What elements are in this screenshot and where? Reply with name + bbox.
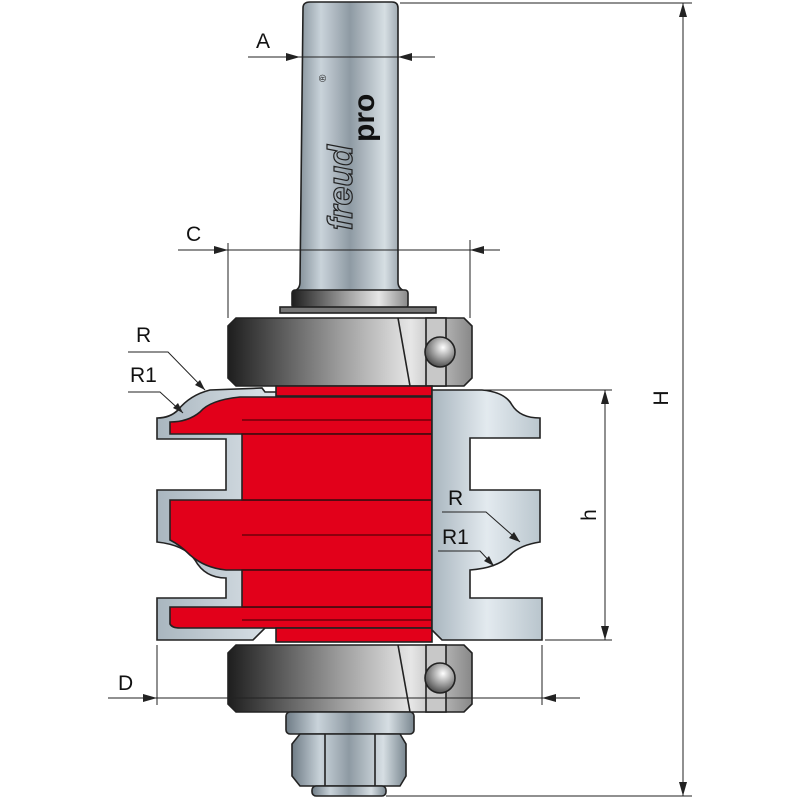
label-a: A	[256, 30, 270, 53]
label-d: D	[118, 672, 133, 695]
cutter-body	[156, 385, 433, 643]
label-r1-left: R1	[130, 364, 157, 387]
cutter-profile-right	[431, 389, 543, 641]
svg-text:freud: freud	[322, 144, 360, 230]
label-r-right: R	[448, 487, 463, 510]
nut	[291, 733, 407, 797]
shank: freud pro ®	[279, 1, 437, 314]
dimension-lines	[108, 2, 692, 797]
label-h-cutting: h	[578, 509, 601, 521]
label-c: C	[186, 223, 201, 246]
svg-text:®: ®	[318, 74, 329, 82]
label-h-total: H	[650, 390, 673, 405]
svg-text:pro: pro	[348, 94, 381, 142]
brand-logo: freud pro ®	[318, 74, 381, 231]
label-r-left: R	[136, 324, 151, 347]
lower-bearing	[227, 644, 473, 735]
upper-bearing	[227, 317, 473, 387]
label-r1-right: R1	[442, 526, 469, 549]
